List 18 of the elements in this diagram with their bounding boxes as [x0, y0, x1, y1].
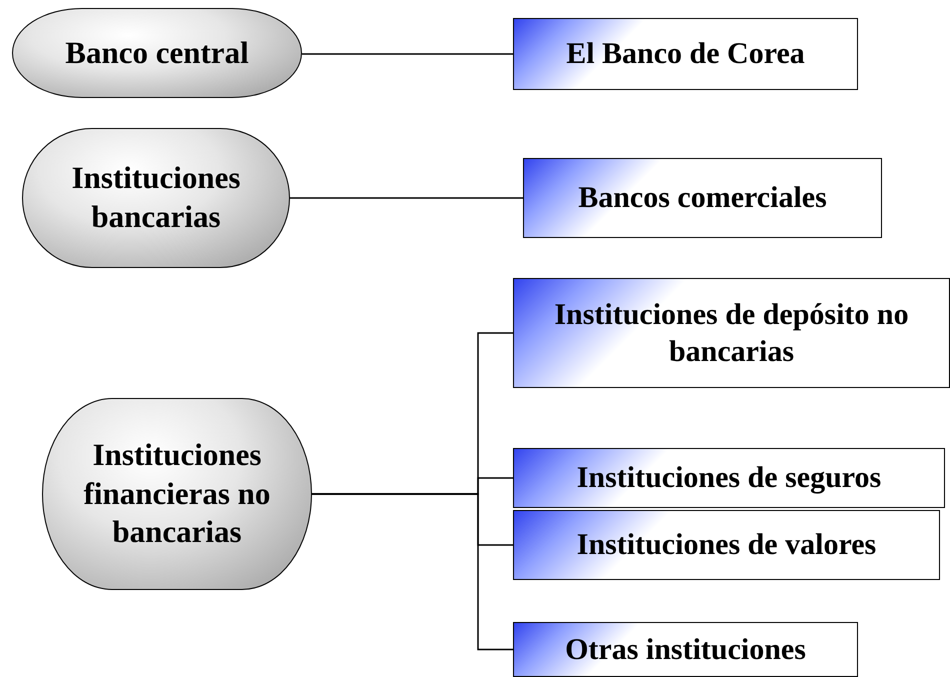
node-label: Bancos comerciales	[578, 180, 827, 216]
node-label: Instituciones de seguros	[576, 460, 882, 496]
institution-box	[513, 18, 858, 90]
node-label: El Banco de Corea	[566, 36, 805, 72]
institution-box	[513, 510, 940, 580]
institution-box	[513, 278, 950, 388]
connector-line	[312, 493, 513, 650]
node-label: Instituciones bancarias	[70, 159, 242, 236]
node-label: Otras instituciones	[565, 632, 806, 668]
institution-box	[513, 448, 945, 508]
node-label: Instituciones de valores	[576, 527, 876, 564]
node-label: Banco central	[65, 34, 249, 72]
connector-line	[290, 197, 523, 199]
institution-box	[513, 622, 858, 677]
node-label: Instituciones de depósito no bancarias	[553, 296, 910, 370]
connector-line	[302, 53, 513, 55]
node-label: Instituciones financieras no bancarias	[82, 436, 272, 552]
institution-box	[523, 158, 882, 238]
